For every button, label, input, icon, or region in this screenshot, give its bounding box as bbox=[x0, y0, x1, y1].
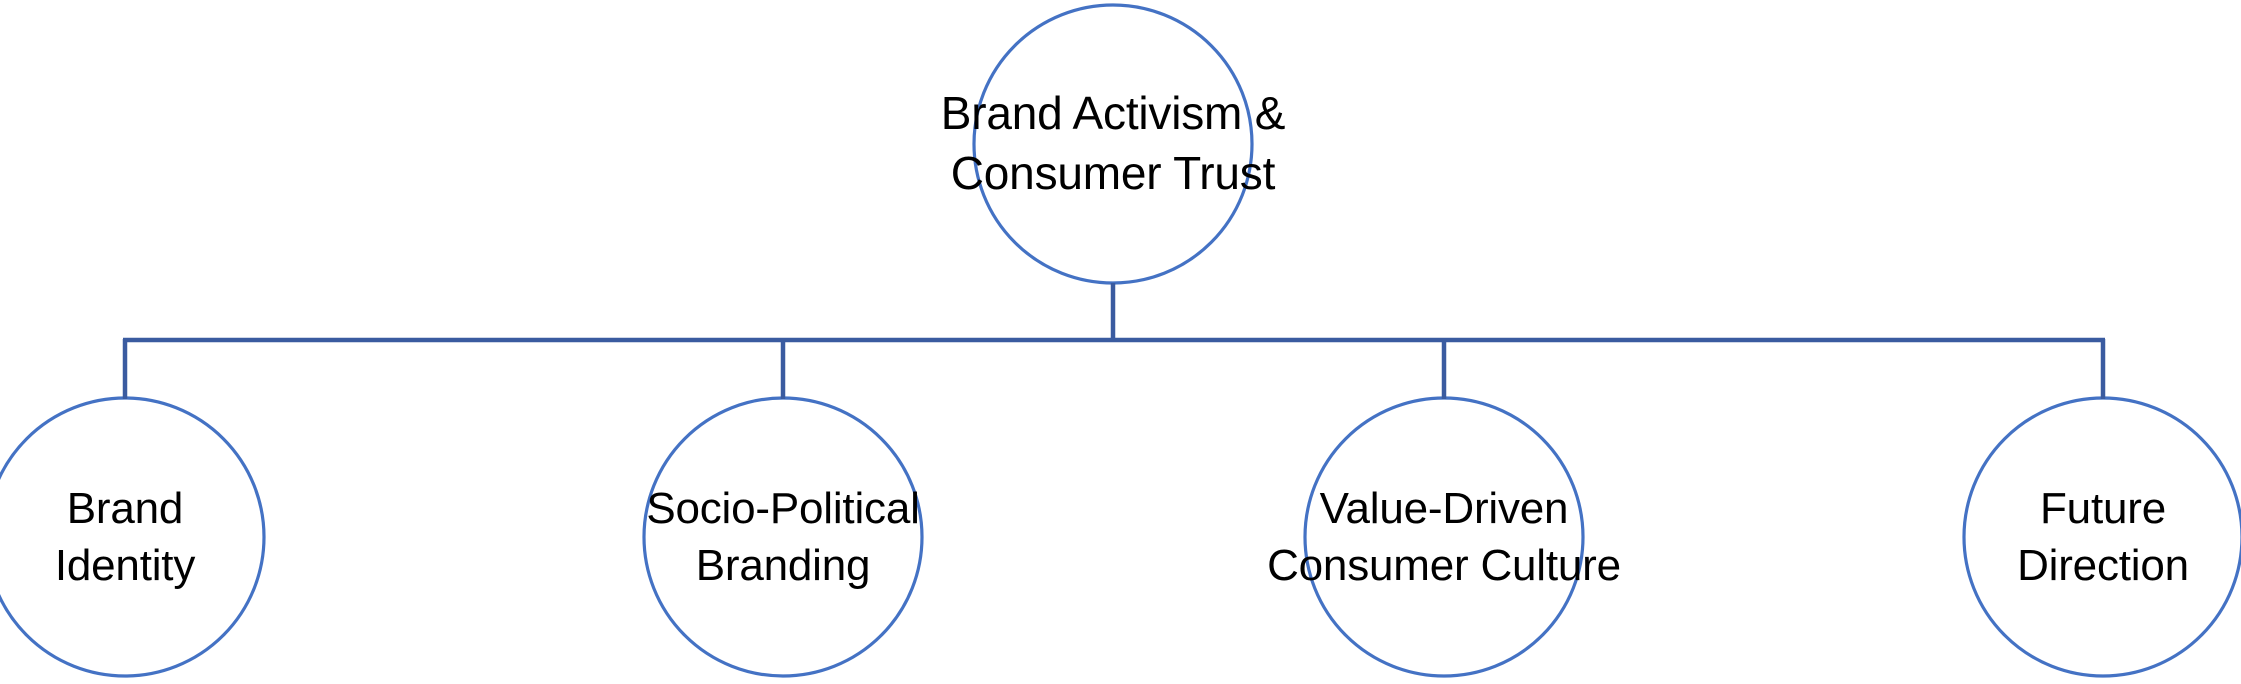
node-label-value-driven-consumer-culture[interactable]: Value-Driven Consumer Culture bbox=[1267, 483, 1621, 590]
node-label-future-direction[interactable]: Future Direction bbox=[2017, 483, 2189, 590]
node-label-socio-political-branding[interactable]: Socio-Political Branding bbox=[646, 483, 920, 590]
node-label-root[interactable]: Brand Activism & Consumer Trust bbox=[940, 87, 1286, 199]
node-label-brand-identity[interactable]: Brand Identity bbox=[54, 483, 196, 590]
